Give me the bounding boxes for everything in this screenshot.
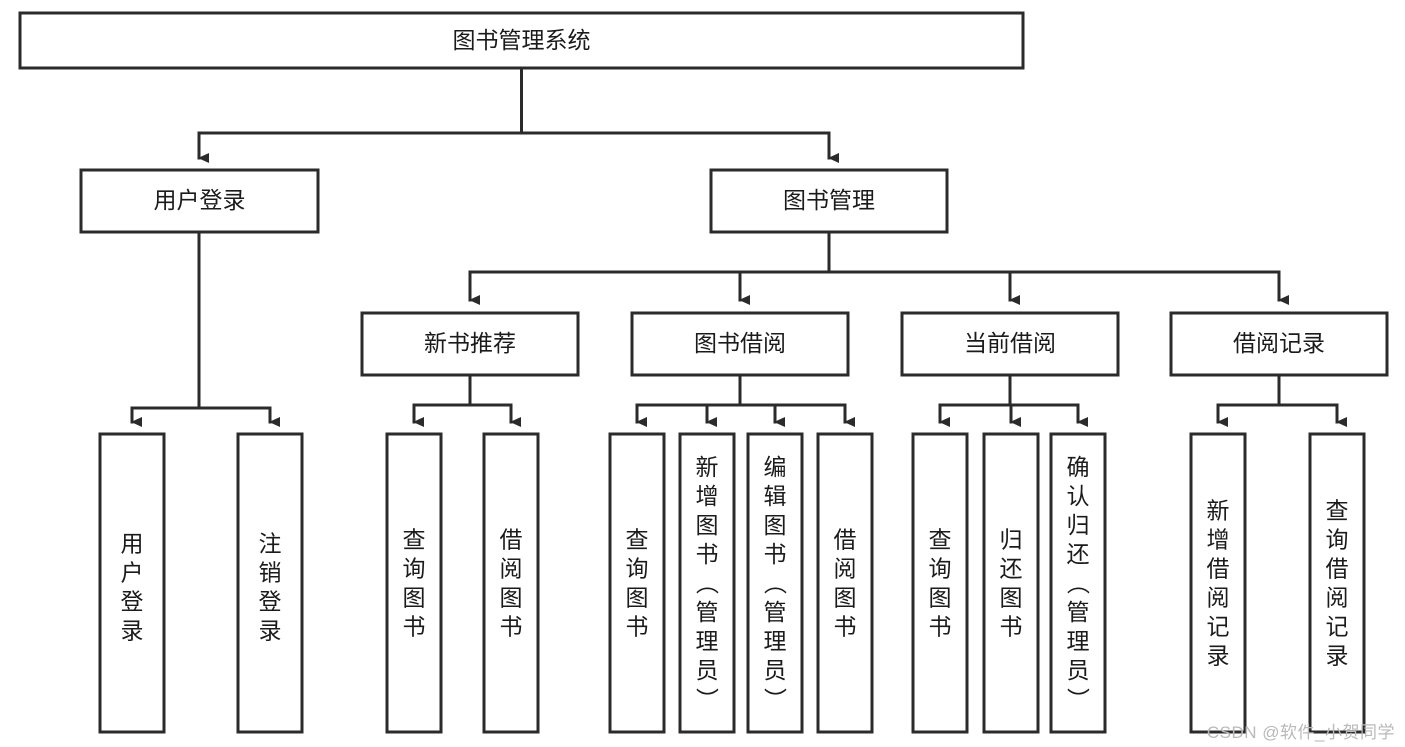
leaf-box-add-borrow-record[interactable] — [1189, 432, 1247, 734]
node-root-label: 图书管理系统 — [453, 27, 591, 53]
leaf-label-borrow-book-bb: 借阅图书 — [834, 527, 857, 640]
node-book-management-box[interactable] — [709, 168, 949, 234]
node-current-borrow[interactable]: 当前借阅 — [900, 311, 1120, 377]
leaf-box-query-book-cb[interactable] — [911, 432, 969, 734]
node-book-borrow-box[interactable] — [630, 311, 850, 377]
leaf-box-query-book-bb[interactable] — [608, 432, 666, 734]
node-book-borrow-label: 图书借阅 — [694, 330, 786, 356]
leaf-box-borrow-book-bb[interactable] — [816, 432, 874, 734]
node-book-management-label: 图书管理 — [783, 187, 875, 213]
leaf-box-query-borrow-record[interactable] — [1308, 432, 1366, 734]
node-root[interactable]: 图书管理系统 — [18, 11, 1025, 70]
leaf-label-query-borrow-record: 查询借阅记录 — [1326, 498, 1349, 669]
svg-text:）: ） — [1065, 688, 1091, 711]
node-book-management[interactable]: 图书管理 — [709, 168, 949, 234]
svg-text:（: （ — [1065, 572, 1091, 595]
node-borrow-record-box[interactable] — [1169, 311, 1389, 377]
node-new-book-recommend-box[interactable] — [360, 311, 580, 377]
leaf-label-query-book-nbr: 查询图书 — [403, 527, 426, 640]
leaf-label-layer: 用户登录 注销登录 查询图书 借阅图书 查询图书 新增图书管理员 编辑图书管理员… — [121, 454, 1349, 711]
leaf-box-logout[interactable] — [236, 432, 304, 734]
leaf-box-user-login[interactable] — [98, 432, 166, 734]
leaf-box-add-book-admin[interactable] — [678, 432, 736, 734]
leaf-label-logout: 注销登录 — [259, 531, 282, 644]
node-current-borrow-box[interactable] — [900, 311, 1120, 377]
leaf-label-add-borrow-record: 新增借阅记录 — [1207, 498, 1230, 669]
node-book-borrow[interactable]: 图书借阅 — [630, 311, 850, 377]
node-new-book-recommend-label: 新书推荐 — [424, 330, 516, 356]
leaf-box-return-book[interactable] — [982, 432, 1040, 734]
leaf-label-edit-book-admin: 编辑图书管理员 — [764, 454, 787, 683]
leaf-box-edit-book-admin[interactable] — [746, 432, 804, 734]
connector-layer — [130, 66, 1347, 427]
leaf-label-borrow-book-nbr: 借阅图书 — [500, 527, 523, 640]
node-current-borrow-label: 当前借阅 — [964, 330, 1056, 356]
leaf-nodes-layer — [98, 432, 1366, 734]
node-borrow-record-label: 借阅记录 — [1233, 330, 1325, 356]
leaf-box-query-book-nbr[interactable] — [385, 432, 443, 734]
leaf-label-query-book-cb: 查询图书 — [929, 527, 952, 640]
leaf-label-query-book-bb: 查询图书 — [626, 527, 649, 640]
svg-text:）: ） — [762, 688, 788, 711]
leaf-label-user-login: 用户登录 — [121, 531, 144, 644]
leaf-label-confirm-return-admin: 确认归还管理员 — [1067, 454, 1090, 683]
node-user-login-label: 用户登录 — [154, 187, 246, 213]
node-borrow-record[interactable]: 借阅记录 — [1169, 311, 1389, 377]
leaf-box-borrow-book-nbr[interactable] — [482, 432, 540, 734]
svg-text:（: （ — [762, 572, 788, 595]
leaf-box-confirm-return-admin[interactable] — [1049, 432, 1107, 734]
leaf-label-add-book-admin: 新增图书管理员 — [696, 454, 719, 683]
node-root-box[interactable] — [18, 11, 1025, 70]
node-new-book-recommend[interactable]: 新书推荐 — [360, 311, 580, 377]
node-user-login[interactable]: 用户登录 — [79, 168, 320, 234]
svg-text:）: ） — [694, 688, 720, 711]
svg-text:（: （ — [694, 572, 720, 595]
node-user-login-box[interactable] — [79, 168, 320, 234]
leaf-label-return-book: 归还图书 — [1000, 527, 1023, 640]
